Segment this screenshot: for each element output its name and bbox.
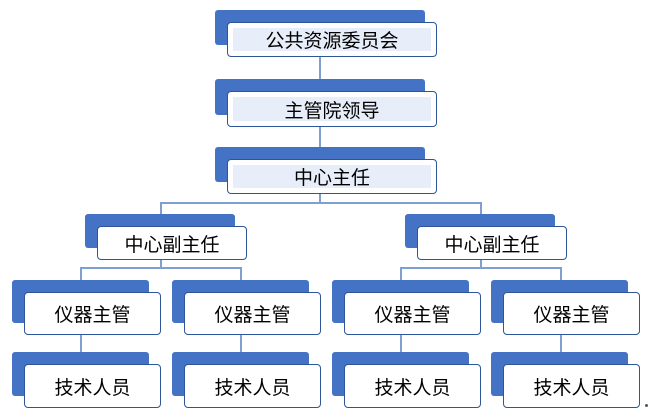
node-deputy-right: 中心副主任: [405, 214, 567, 260]
node-manager: 仪器主管: [12, 280, 161, 335]
node-box: 仪器主管: [24, 292, 161, 335]
node-box: 中心副主任: [417, 226, 567, 260]
node-box: 中心主任: [227, 159, 437, 194]
connector-line: [80, 267, 82, 281]
node-manager: 仪器主管: [491, 280, 640, 335]
connector-line: [240, 267, 242, 281]
node-leader-label: 主管院领导: [233, 97, 431, 122]
node-staff-label: 技术人员: [30, 370, 155, 402]
node-deputy-left: 中心副主任: [85, 214, 247, 260]
node-staff: 技术人员: [491, 352, 640, 408]
node-deputy-label: 中心副主任: [103, 232, 241, 256]
node-manager-label: 仪器主管: [509, 298, 634, 329]
node-manager-label: 仪器主管: [30, 298, 155, 329]
node-box: 技术人员: [24, 364, 161, 408]
node-box: 仪器主管: [184, 292, 321, 335]
node-director: 中心主任: [215, 147, 437, 194]
corner-dot: [645, 404, 648, 407]
node-staff-label: 技术人员: [350, 370, 475, 402]
connector-line: [400, 267, 402, 281]
connector-line: [80, 334, 82, 364]
node-box: 仪器主管: [344, 292, 481, 335]
node-staff-label: 技术人员: [190, 370, 315, 402]
node-box: 仪器主管: [503, 292, 640, 335]
node-box: 中心副主任: [97, 226, 247, 260]
node-committee: 公共资源委员会: [215, 10, 437, 57]
connector-line: [160, 259, 162, 268]
node-manager-label: 仪器主管: [350, 298, 475, 329]
node-committee-label: 公共资源委员会: [233, 28, 431, 52]
connector-line: [560, 334, 562, 364]
node-deputy-label: 中心副主任: [423, 232, 561, 256]
node-manager: 仪器主管: [172, 280, 321, 335]
connector-line: [240, 334, 242, 364]
connector-line: [319, 193, 321, 203]
node-box: 技术人员: [184, 364, 321, 408]
connector-line: [400, 267, 562, 269]
node-manager-label: 仪器主管: [190, 298, 315, 329]
node-box: 主管院领导: [227, 91, 437, 127]
node-staff: 技术人员: [332, 352, 481, 408]
node-leader: 主管院领导: [215, 79, 437, 127]
connector-line: [319, 126, 321, 160]
node-staff: 技术人员: [12, 352, 161, 408]
connector-line: [480, 259, 482, 268]
connector-line: [160, 202, 482, 204]
connector-line: [560, 267, 562, 281]
node-director-label: 中心主任: [233, 165, 431, 189]
node-manager: 仪器主管: [332, 280, 481, 335]
node-staff-label: 技术人员: [509, 370, 634, 402]
node-box: 技术人员: [503, 364, 640, 408]
connector-line: [319, 56, 321, 90]
connector-line: [80, 267, 242, 269]
node-staff: 技术人员: [172, 352, 321, 408]
node-box: 技术人员: [344, 364, 481, 408]
node-box: 公共资源委员会: [227, 22, 437, 57]
connector-line: [400, 334, 402, 364]
